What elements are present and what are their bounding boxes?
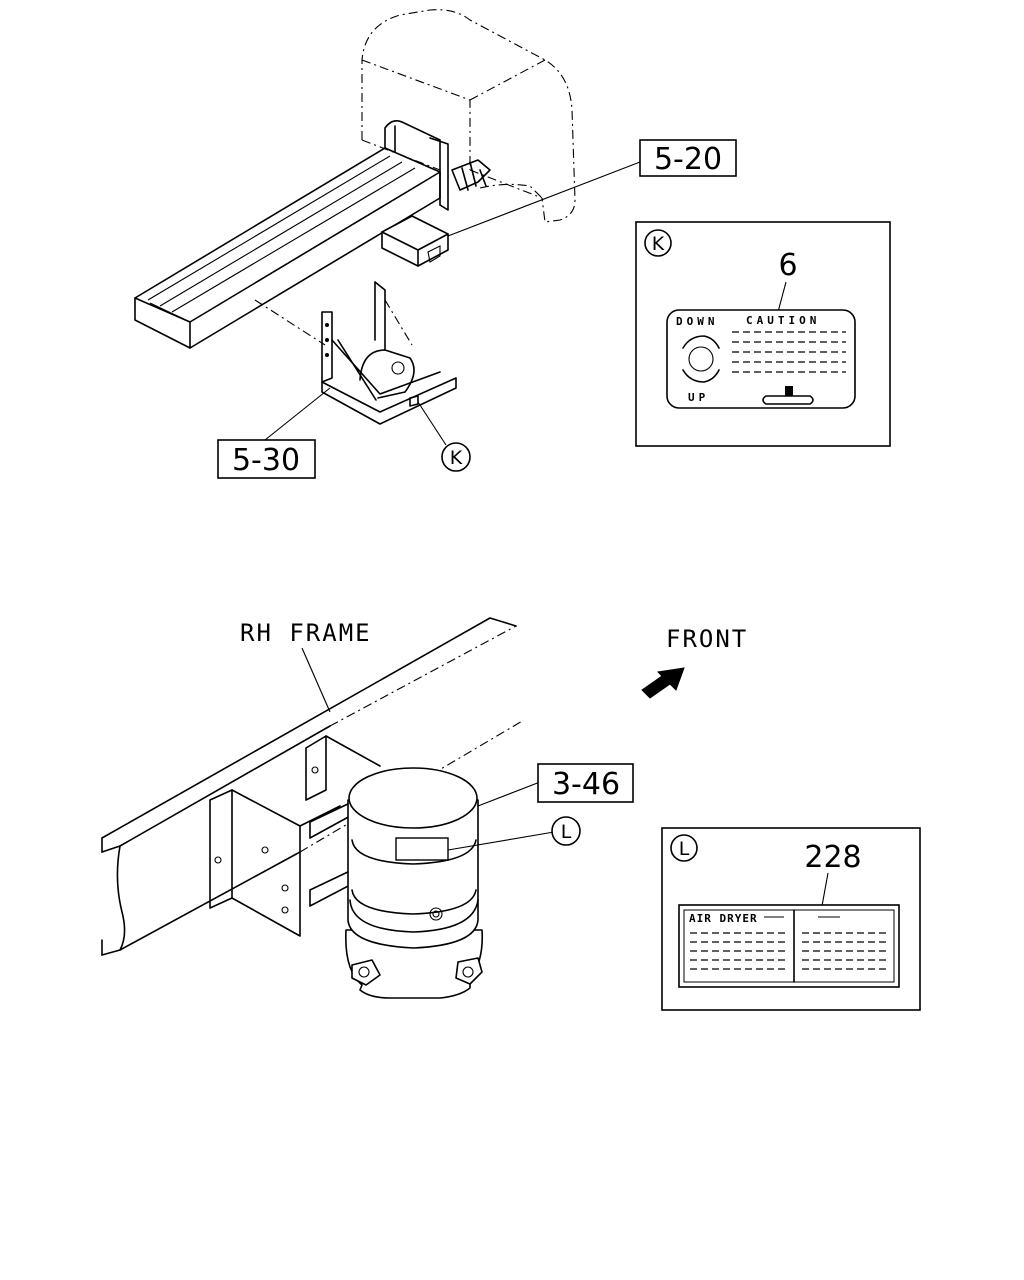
leader-3-46 [477, 781, 541, 807]
callout-3-46[interactable]: 3-46 [537, 763, 634, 803]
leader-k [417, 401, 447, 446]
detail-k-panel: K 6 DOWN CAUTION UP [635, 221, 891, 447]
label-down: DOWN [676, 315, 719, 328]
label-air-dryer: AIR DRYER [689, 912, 758, 925]
rh-frame-label: RH FRAME [240, 619, 372, 647]
front-arrow-icon [641, 667, 685, 699]
control-box [381, 215, 449, 267]
leader-rh-frame [301, 647, 331, 713]
svg-text:K: K [450, 447, 463, 469]
dryer-bracket [209, 735, 381, 937]
air-dryer-label [678, 904, 900, 988]
svg-text:L: L [561, 821, 572, 843]
label-up: UP [688, 391, 709, 404]
svg-text:3-46: 3-46 [552, 767, 620, 802]
marker-k[interactable]: K [441, 442, 471, 472]
svg-text:5-20: 5-20 [654, 142, 722, 177]
leader-5-30 [264, 387, 331, 441]
detail-l-panel: L 228 AIR DRYER [661, 827, 921, 1011]
leader-l [447, 831, 555, 851]
marker-l[interactable]: L [551, 816, 581, 846]
detail-l-part-number: 228 [804, 840, 861, 875]
label-caution: CAUTION [746, 314, 820, 327]
callout-5-30[interactable]: 5-30 [217, 439, 316, 479]
callout-5-20[interactable]: 5-20 [639, 139, 737, 177]
caution-label [666, 309, 856, 409]
detail-l-ref: L [679, 838, 690, 860]
rh-frame-rail [101, 617, 525, 956]
detail-k-ref: K [652, 233, 665, 255]
front-label: FRONT [666, 625, 748, 653]
tilt-rail [134, 120, 491, 349]
leader-5-20 [447, 161, 641, 237]
air-dryer [345, 767, 484, 999]
detail-k-part-number: 6 [778, 248, 797, 283]
svg-text:5-30: 5-30 [232, 443, 300, 478]
mount-bracket [254, 281, 457, 425]
